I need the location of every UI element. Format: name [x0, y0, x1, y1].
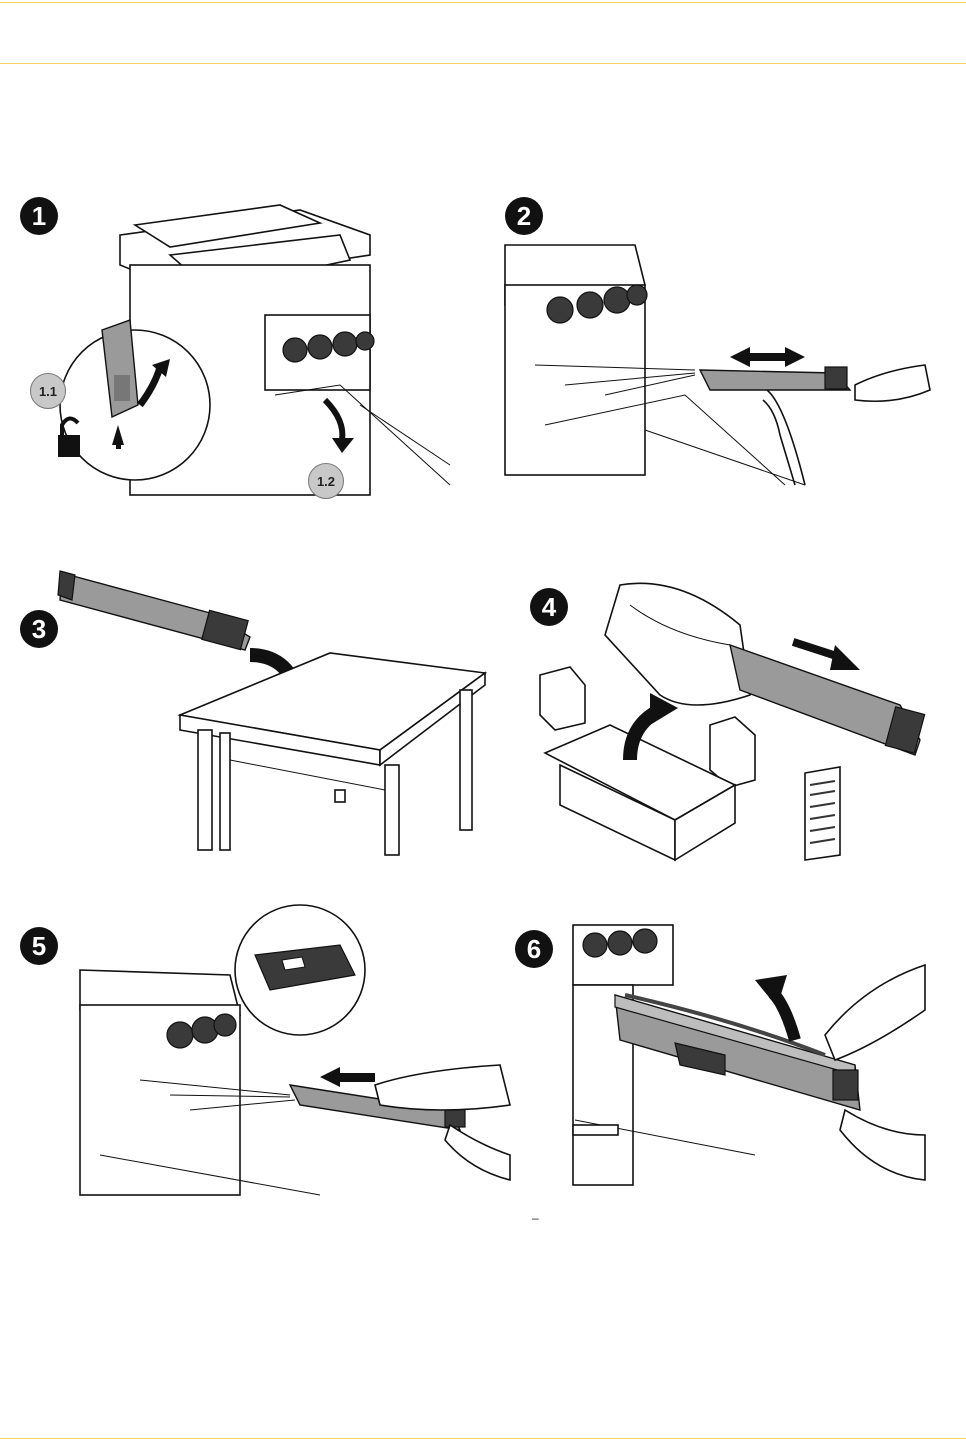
step-4-illustration: 4 [530, 575, 930, 860]
unpack-new-drum-drawing [530, 575, 930, 860]
step-5-illustration: 5 [20, 905, 510, 1200]
callout-1-1: 1.1 [30, 373, 66, 409]
printer-open-door-drawing [20, 195, 450, 495]
remove-protective-sheet-drawing [515, 925, 925, 1190]
step-2-illustration: 2 [505, 195, 930, 485]
step-3-illustration: 3 [20, 565, 490, 855]
header-rule-bottom [0, 63, 966, 64]
step-1-illustration: 1 1. [20, 195, 450, 495]
remove-old-drum-drawing [505, 195, 930, 485]
callout-1-2: 1.2 [308, 463, 344, 499]
footer-rule [0, 1438, 966, 1439]
header-rule-top [0, 2, 966, 3]
page-mark: – [532, 1211, 539, 1225]
insert-new-drum-drawing [20, 905, 510, 1200]
step-6-illustration: 6 [515, 925, 925, 1190]
drum-to-table-drawing [20, 565, 490, 855]
